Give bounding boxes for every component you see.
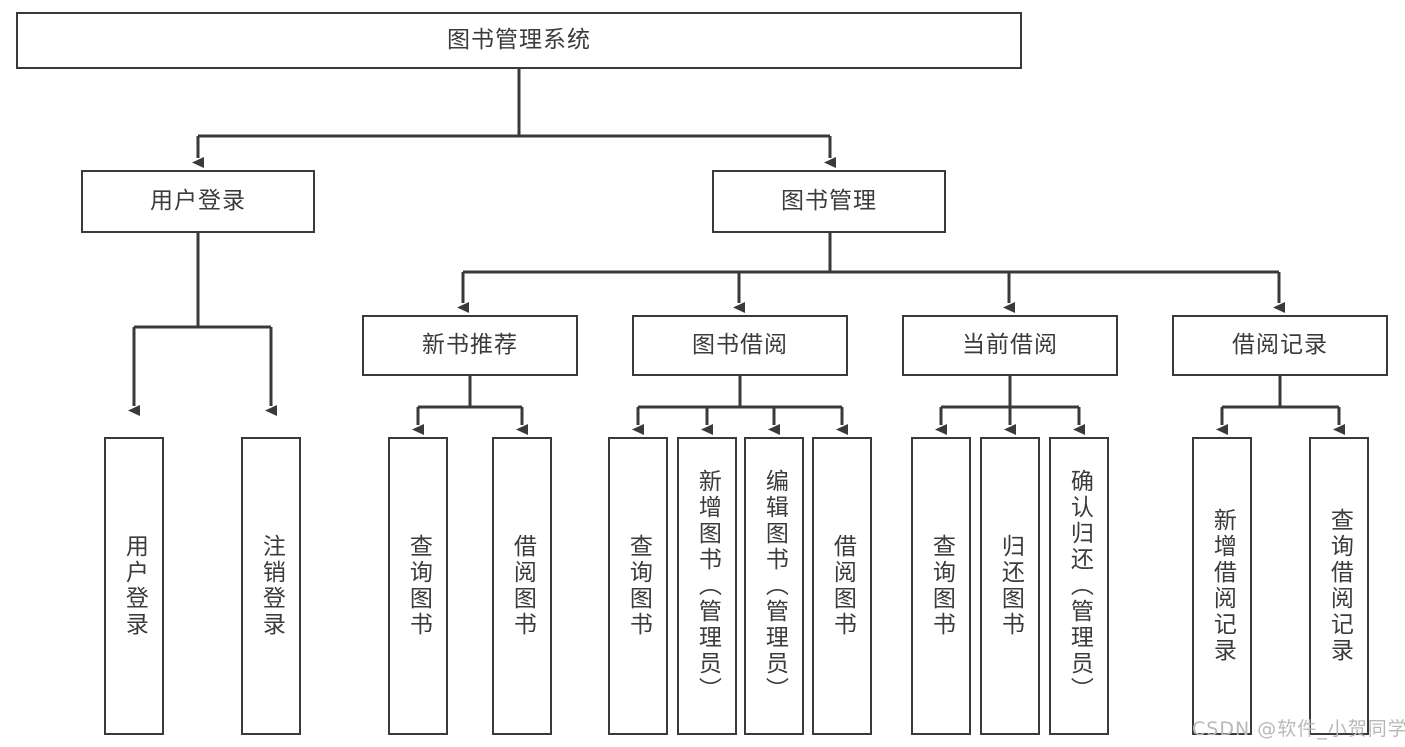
leaf-user-login-logout-label: 注销登录 bbox=[258, 534, 285, 638]
leaf-borrow-edit-book[interactable]: 编辑图书（管理员） bbox=[744, 437, 804, 735]
leaf-borrow-borrow-book[interactable]: 借阅图书 bbox=[812, 437, 872, 735]
leaf-current-return-book[interactable]: 归还图书 bbox=[980, 437, 1040, 735]
leaf-record-add-record[interactable]: 新增借阅记录 bbox=[1192, 437, 1252, 735]
node-root-system-label: 图书管理系统 bbox=[447, 26, 591, 53]
node-book-borrow[interactable]: 图书借阅 bbox=[632, 315, 848, 376]
leaf-recommend-borrow-book-label: 借阅图书 bbox=[509, 534, 536, 638]
leaf-current-return-book-label: 归还图书 bbox=[997, 534, 1024, 638]
node-current-borrow[interactable]: 当前借阅 bbox=[902, 315, 1118, 376]
node-new-book-recommend[interactable]: 新书推荐 bbox=[362, 315, 578, 376]
leaf-borrow-borrow-book-label: 借阅图书 bbox=[829, 534, 856, 638]
leaf-recommend-borrow-book[interactable]: 借阅图书 bbox=[492, 437, 552, 735]
leaf-user-login-logout[interactable]: 注销登录 bbox=[241, 437, 301, 735]
leaf-current-confirm-return[interactable]: 确认归还（管理员） bbox=[1049, 437, 1109, 735]
node-borrow-record[interactable]: 借阅记录 bbox=[1172, 315, 1388, 376]
node-root-system[interactable]: 图书管理系统 bbox=[16, 12, 1022, 69]
leaf-record-query-record[interactable]: 查询借阅记录 bbox=[1309, 437, 1369, 735]
leaf-user-login-login-label: 用户登录 bbox=[121, 534, 148, 638]
node-book-borrow-label: 图书借阅 bbox=[692, 331, 788, 358]
node-book-management[interactable]: 图书管理 bbox=[712, 170, 946, 233]
node-book-management-label: 图书管理 bbox=[781, 187, 877, 214]
leaf-record-add-record-label: 新增借阅记录 bbox=[1209, 508, 1236, 664]
node-borrow-record-label: 借阅记录 bbox=[1232, 331, 1328, 358]
leaf-current-confirm-return-label: 确认归还（管理员） bbox=[1066, 469, 1093, 703]
node-user-login-label: 用户登录 bbox=[150, 187, 246, 214]
leaf-borrow-query-book[interactable]: 查询图书 bbox=[608, 437, 668, 735]
leaf-recommend-query-book[interactable]: 查询图书 bbox=[388, 437, 448, 735]
leaf-user-login-login[interactable]: 用户登录 bbox=[104, 437, 164, 735]
leaf-record-query-record-label: 查询借阅记录 bbox=[1326, 508, 1353, 664]
leaf-current-query-book[interactable]: 查询图书 bbox=[911, 437, 971, 735]
leaf-borrow-add-book[interactable]: 新增图书（管理员） bbox=[677, 437, 737, 735]
leaf-borrow-query-book-label: 查询图书 bbox=[625, 534, 652, 638]
node-user-login[interactable]: 用户登录 bbox=[81, 170, 315, 233]
node-new-book-recommend-label: 新书推荐 bbox=[422, 331, 518, 358]
csdn-watermark: CSDN @软件_小贺同学 bbox=[1192, 718, 1405, 740]
leaf-borrow-edit-book-label: 编辑图书（管理员） bbox=[761, 469, 788, 703]
leaf-borrow-add-book-label: 新增图书（管理员） bbox=[694, 469, 721, 703]
node-current-borrow-label: 当前借阅 bbox=[962, 331, 1058, 358]
leaf-recommend-query-book-label: 查询图书 bbox=[405, 534, 432, 638]
leaf-current-query-book-label: 查询图书 bbox=[928, 534, 955, 638]
